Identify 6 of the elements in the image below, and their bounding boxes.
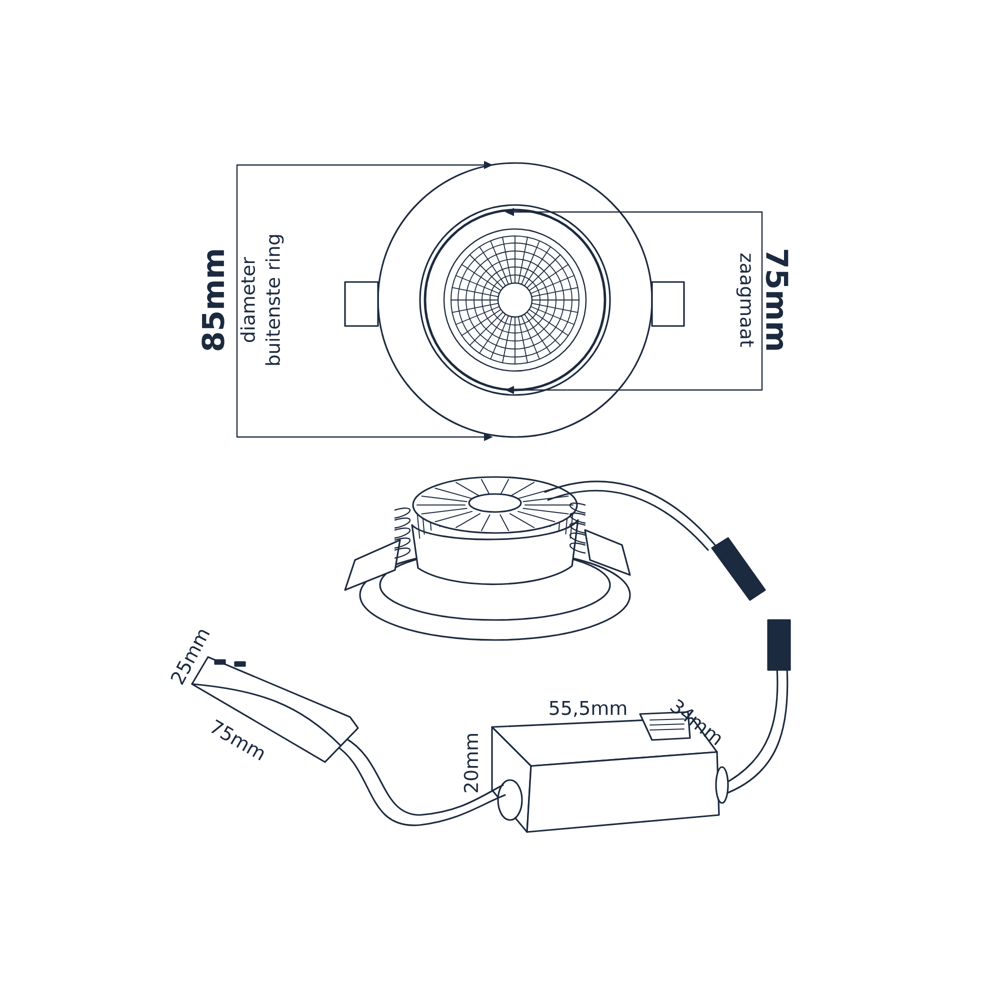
dimension-label: diameter buitenste ring [240,235,284,365]
dimension-label: 75mm [766,250,788,350]
dimension-label: zaagmaat [736,254,754,347]
dimension-label: 85mm [202,250,224,350]
dimension-label: 55,5mm [550,700,626,718]
dimension-label: 20mm [464,734,478,792]
